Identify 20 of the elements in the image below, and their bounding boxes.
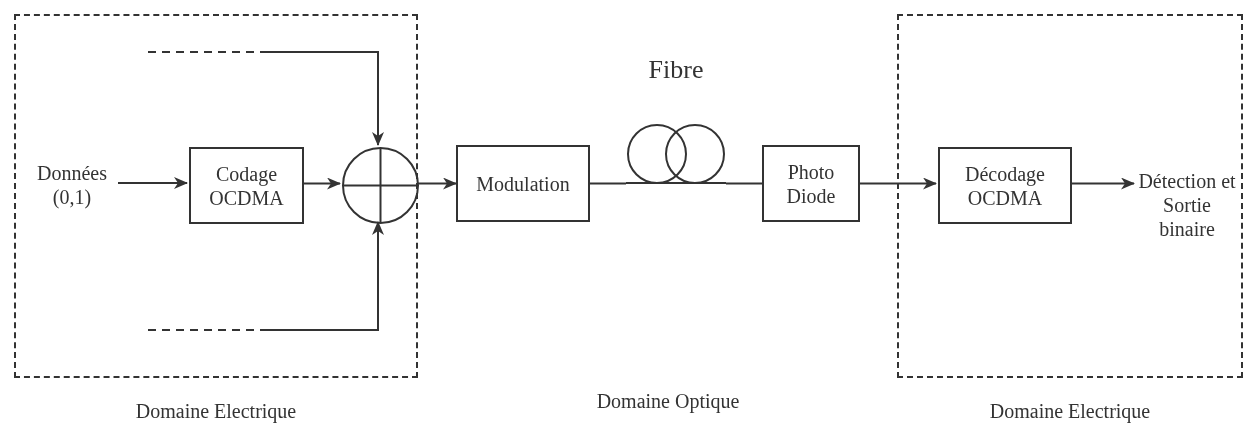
summing-junction — [342, 147, 419, 224]
process-box — [189, 147, 304, 224]
connector-arrow — [147, 51, 384, 146]
domain-label: Domaine Optique — [596, 389, 740, 415]
domain-label: Domaine Electrique — [989, 399, 1151, 425]
fibre-label: Fibre — [648, 56, 704, 85]
connector-arrow — [147, 221, 384, 331]
connector-arrow — [117, 177, 188, 189]
process-box — [456, 145, 590, 222]
signal-label: Détection et Sortie binaire — [1137, 169, 1237, 241]
connector-arrow — [859, 177, 937, 190]
box-label: Photo Diode — [785, 159, 837, 208]
process-box — [938, 147, 1072, 224]
process-box — [762, 145, 860, 222]
box-label: Décodage OCDMA — [964, 161, 1046, 210]
domain-label: Domaine Electrique — [135, 399, 297, 425]
box-label: Modulation — [476, 171, 570, 196]
signal-label: Données (0,1) — [36, 161, 108, 209]
connector-arrow — [416, 177, 457, 190]
box-label: Codage OCDMA — [208, 161, 285, 210]
